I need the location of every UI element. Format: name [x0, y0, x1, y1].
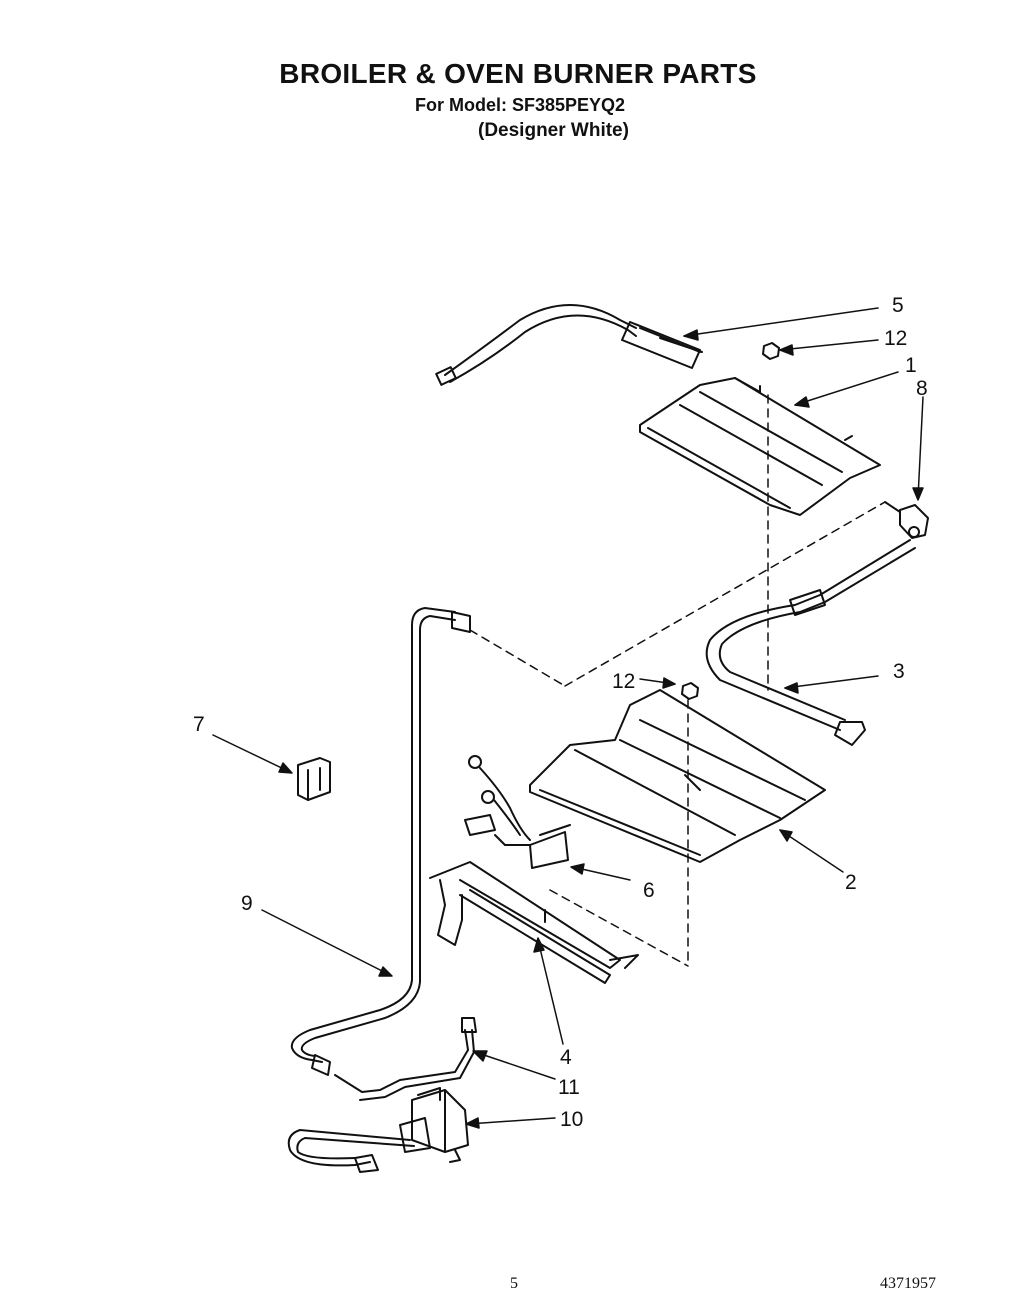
callout-12-lower: 12 — [612, 670, 635, 693]
callout-2: 2 — [845, 871, 857, 894]
callout-3: 3 — [893, 660, 905, 683]
bracket-part — [297, 757, 331, 801]
model-line: For Model: SF385PEYQ2 — [415, 95, 626, 115]
orifice-fitting-part — [884, 501, 929, 539]
callout-5: 5 — [892, 294, 904, 317]
small-tube-part — [334, 1017, 477, 1101]
broiler-igniter-part — [435, 304, 703, 386]
oven-igniter-part — [464, 755, 571, 869]
callout-6: 6 — [643, 879, 655, 902]
gas-tube-part — [290, 607, 471, 1076]
document-number: 4371957 — [880, 1275, 936, 1292]
oven-burner-part — [429, 861, 639, 984]
lower-nut-part — [681, 682, 699, 700]
oven-burner-shield-part — [529, 689, 826, 863]
callout-1: 1 — [905, 354, 917, 377]
callout-7: 7 — [193, 713, 205, 736]
variant-label: (Designer White) — [478, 120, 629, 141]
callout-4: 4 — [560, 1046, 572, 1069]
callout-10: 10 — [560, 1108, 583, 1131]
callout-12-upper: 12 — [884, 327, 907, 350]
callout-9: 9 — [241, 892, 253, 915]
callout-11: 11 — [558, 1076, 580, 1099]
broiler-burner-part — [705, 539, 916, 746]
broiler-burner-shield-part — [639, 377, 881, 516]
upper-nut-part — [762, 342, 780, 360]
page-number: 5 — [510, 1275, 518, 1292]
callout-8: 8 — [916, 377, 928, 400]
valve-part — [287, 1087, 469, 1173]
page-title: BROILER & OVEN BURNER PARTS — [279, 58, 757, 89]
